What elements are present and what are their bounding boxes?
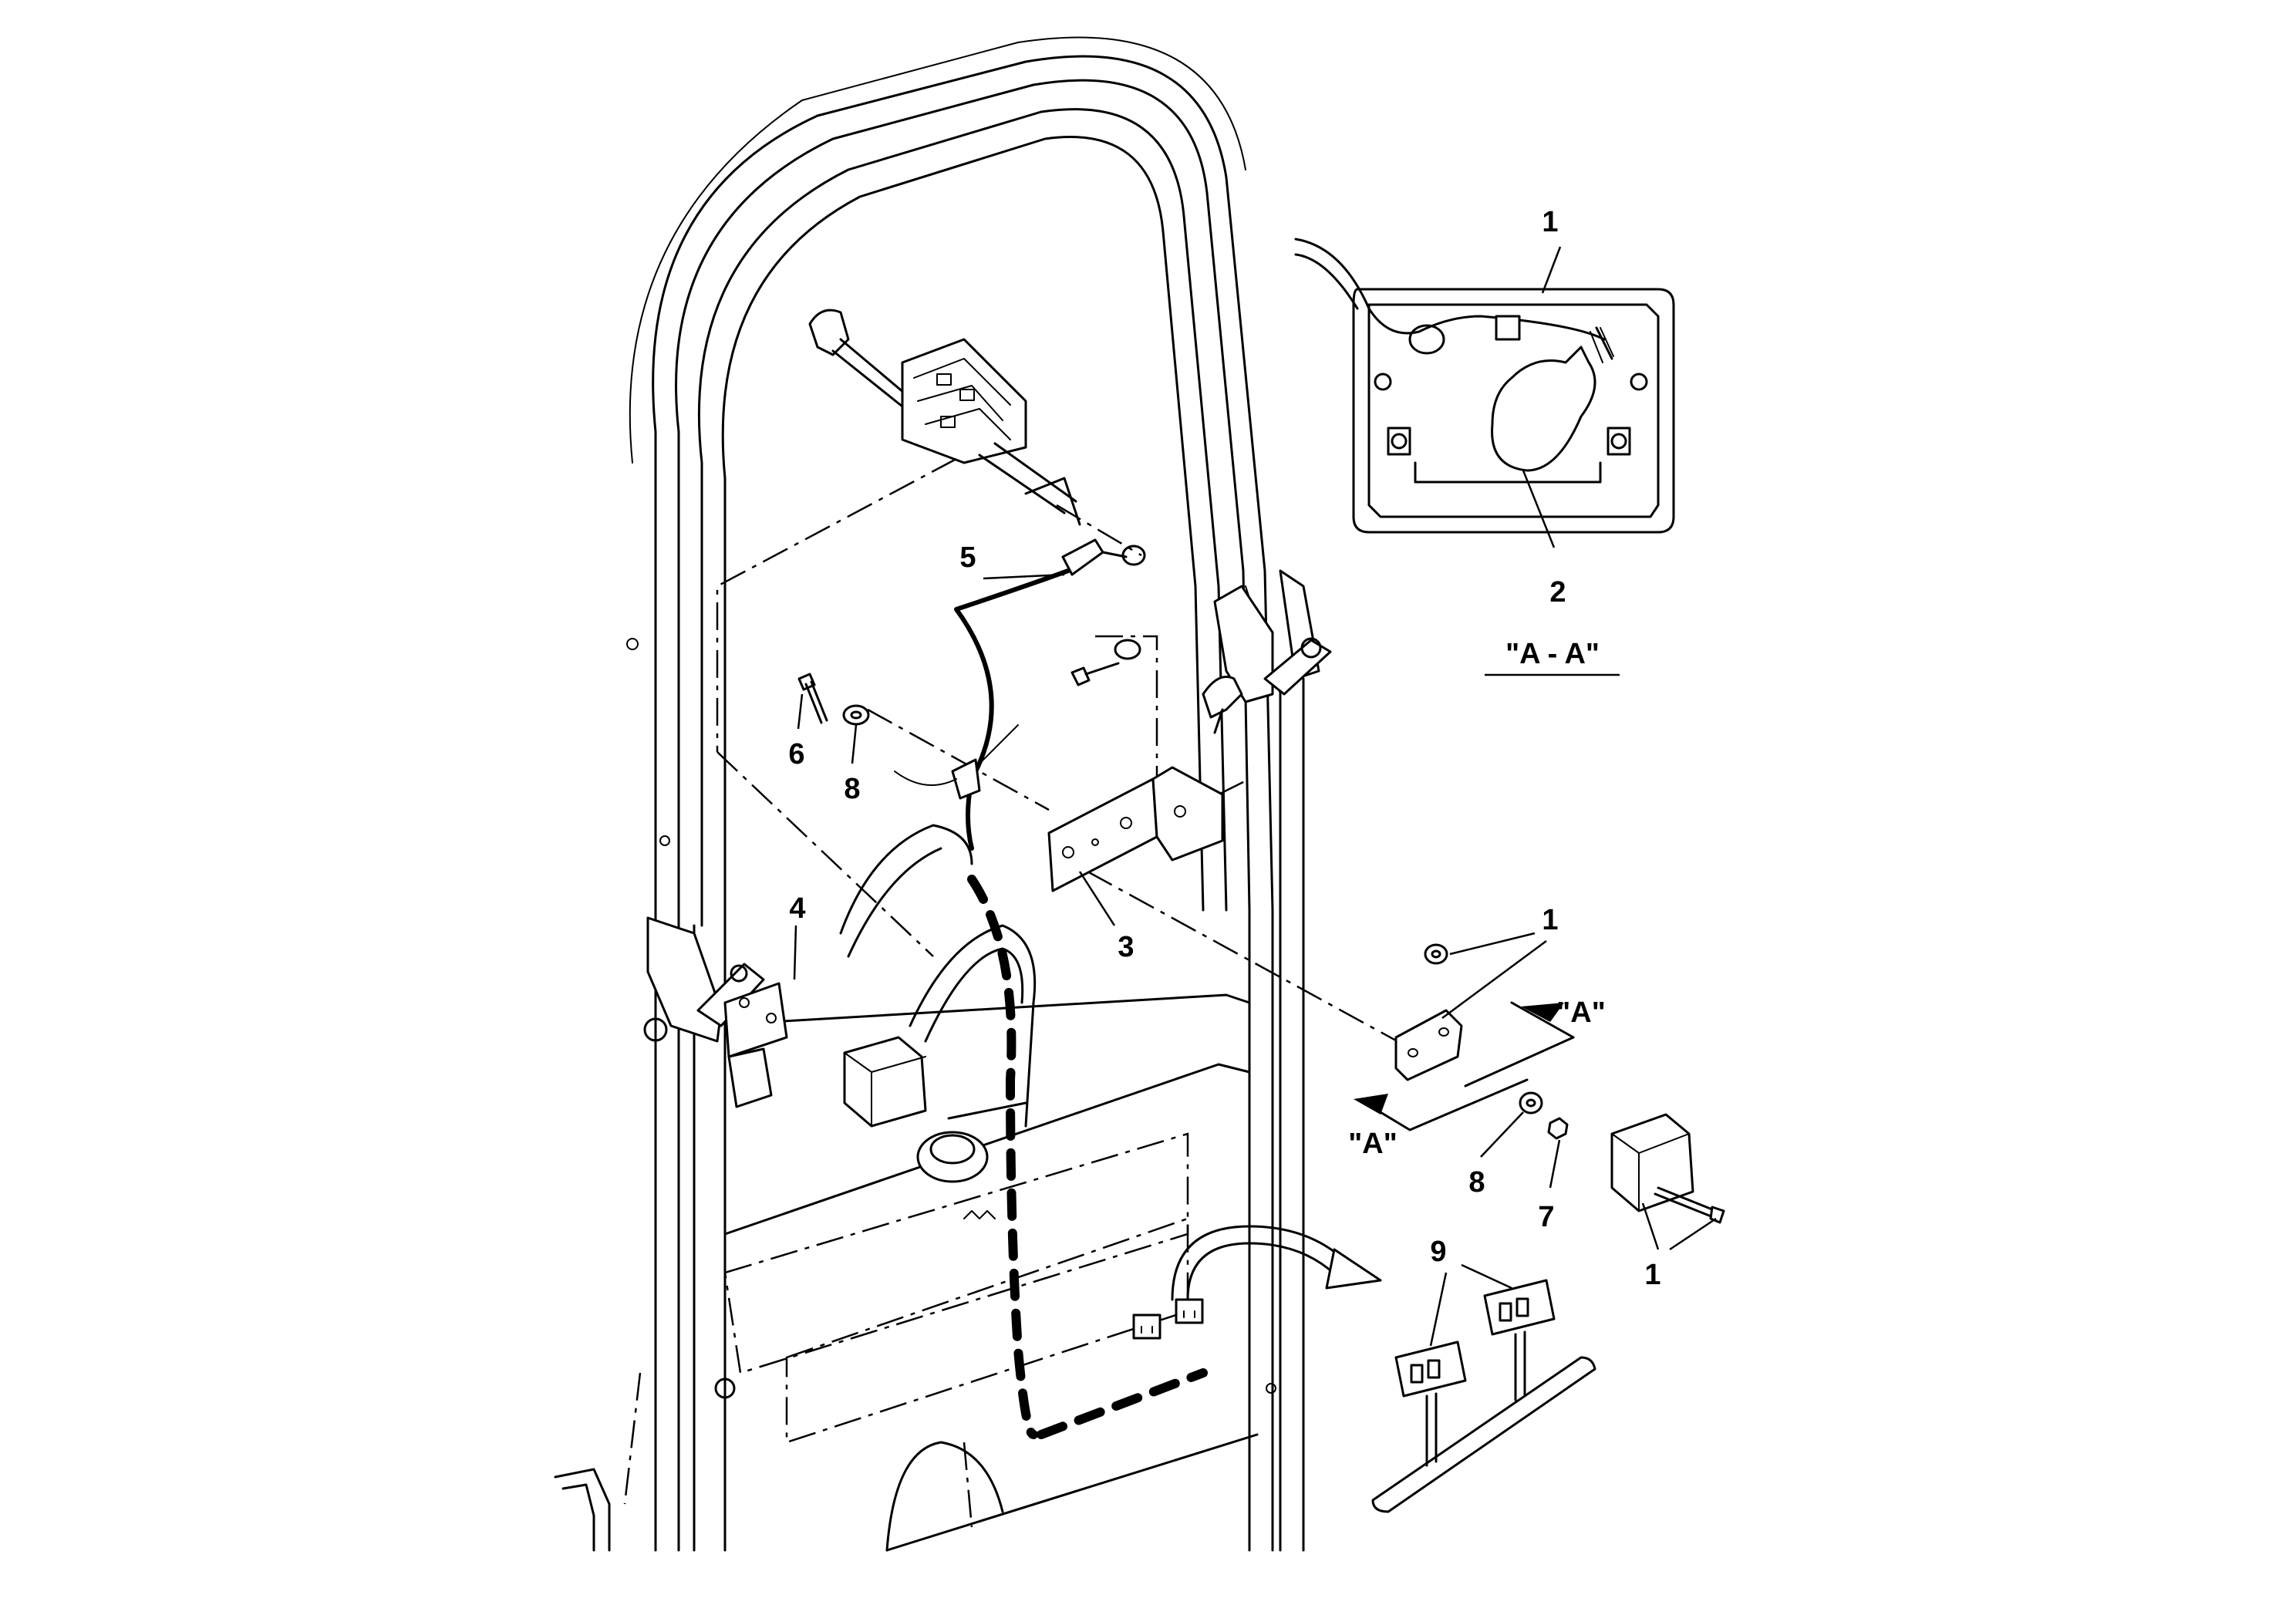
washer-1-mid bbox=[1424, 943, 1448, 965]
arrow-a-right-label: "A" bbox=[1556, 996, 1605, 1029]
lower-panel bbox=[723, 993, 1259, 1552]
screw-1 bbox=[1654, 1186, 1725, 1224]
callout-6: 6 bbox=[788, 738, 804, 771]
section-arrow-right bbox=[1464, 1001, 1575, 1088]
control-lever-assembly bbox=[808, 309, 1081, 526]
washer-8-top bbox=[842, 704, 870, 726]
lower-left-fragment bbox=[554, 1372, 642, 1552]
upper-bolt bbox=[1070, 639, 1141, 686]
nut-7 bbox=[1547, 1117, 1569, 1140]
bracket-3 bbox=[1047, 766, 1224, 892]
arrow-a-left-label: "A" bbox=[1348, 1128, 1397, 1160]
callout-2-section: 2 bbox=[1549, 576, 1566, 609]
section-a-a-detail bbox=[1294, 238, 1675, 534]
seat-outline bbox=[839, 824, 1037, 1219]
fuse-detail-9 bbox=[1371, 1279, 1596, 1513]
washer-8-bottom bbox=[1519, 1091, 1543, 1114]
left-hinge bbox=[646, 916, 765, 1043]
lamp-bracket-1 bbox=[1394, 1009, 1463, 1081]
callout-5: 5 bbox=[959, 541, 976, 574]
callout-3: 3 bbox=[1118, 931, 1134, 963]
callout-1-section: 1 bbox=[1542, 206, 1558, 238]
cable-clip bbox=[894, 724, 1019, 800]
panel-fuses bbox=[1132, 1298, 1204, 1340]
cable-assembly bbox=[954, 538, 1208, 1439]
callout-9: 9 bbox=[1430, 1236, 1446, 1268]
callout-8-bottom: 8 bbox=[1468, 1166, 1485, 1199]
left-lamp bbox=[727, 1036, 927, 1128]
callout-4: 4 bbox=[789, 892, 805, 925]
detail-pointer-arrow bbox=[1171, 1225, 1382, 1301]
callouts: 1 2 "A - A" 5 6 8 4 3 1 "A" "A" 8 7 1 9 bbox=[788, 206, 1717, 1347]
callout-1-bottom: 1 bbox=[1644, 1259, 1660, 1291]
section-title: "A - A" bbox=[1505, 638, 1600, 670]
right-hinge bbox=[1202, 569, 1332, 734]
construction-lines bbox=[716, 457, 1412, 1050]
callout-8-top: 8 bbox=[844, 773, 860, 805]
callout-7: 7 bbox=[1538, 1201, 1554, 1233]
bracket-4 bbox=[723, 982, 788, 1058]
section-arrow-left bbox=[1354, 1078, 1529, 1131]
bolt-6 bbox=[797, 673, 828, 724]
callout-1-mid: 1 bbox=[1542, 904, 1558, 936]
right-lamp bbox=[1610, 1113, 1694, 1212]
